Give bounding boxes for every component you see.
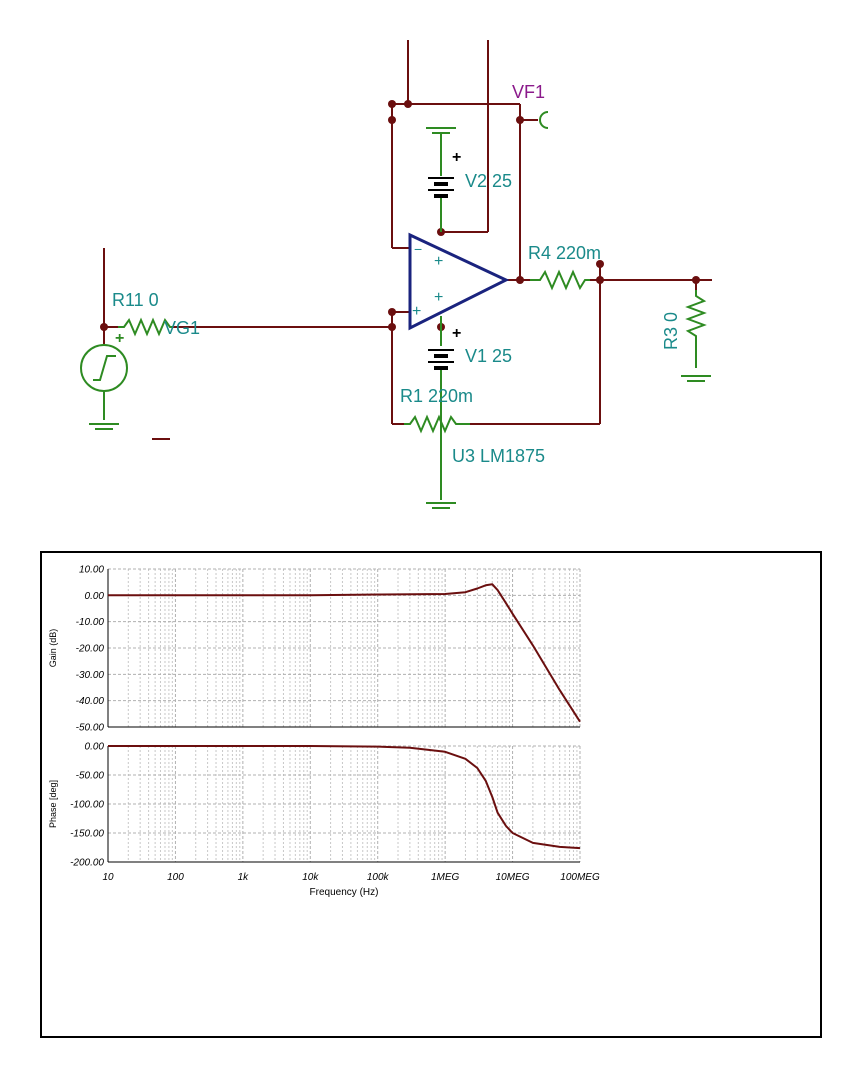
v2-label: V2 25 xyxy=(465,171,512,191)
series-line xyxy=(108,583,581,723)
opamp-plus-top-label: + xyxy=(434,253,443,270)
r3-label: R3 0 xyxy=(661,312,681,350)
circuit-schematic: VF1 V2 25 V1 25 R4 220m R11 0 VG1 R1 220… xyxy=(80,40,712,509)
opamp-plus-bottom-label: + xyxy=(434,289,443,306)
y-tick-label: -50.00 xyxy=(76,723,105,734)
x-axis-label: Frequency (Hz) xyxy=(310,887,379,898)
x-tick-label: 10MEG xyxy=(496,872,530,883)
r11-resistor-symbol xyxy=(118,317,172,337)
series-line xyxy=(108,745,581,850)
r4-resistor-symbol xyxy=(530,269,590,291)
y-axis-label: Gain (dB) xyxy=(48,629,58,668)
y-tick-label: 0.00 xyxy=(85,591,105,602)
opamp-plus-input-label: + xyxy=(412,303,421,320)
v1-plus-label: + xyxy=(452,325,461,342)
vg1-label: VG1 xyxy=(164,318,200,338)
y-tick-label: -30.00 xyxy=(76,670,105,681)
y-tick-label: 10.00 xyxy=(79,565,104,576)
y-tick-label: -20.00 xyxy=(76,644,105,655)
x-tick-label: 10k xyxy=(302,872,319,883)
r1-label: R1 220m xyxy=(400,386,473,406)
vg1-plus-label: + xyxy=(115,330,124,347)
vf1-label: VF1 xyxy=(512,82,545,102)
y-tick-label: -150.00 xyxy=(70,829,104,840)
r1-resistor-symbol xyxy=(404,414,470,434)
wires xyxy=(103,40,712,425)
junction-dots xyxy=(100,100,700,331)
v2-battery-symbol xyxy=(426,127,456,232)
analysis-window: 10.00 0.00 -10.00 -20.00 -30.00 -40.00 -50.00 G… xyxy=(40,551,822,1038)
vf1-probe-icon xyxy=(539,111,549,129)
y-tick-label: -100.00 xyxy=(70,800,104,811)
y-tick-label: -40.00 xyxy=(76,696,105,707)
y-tick-label: -200.00 xyxy=(70,858,104,869)
x-tick-label: 10 xyxy=(102,872,114,883)
v2-plus-label: + xyxy=(452,149,461,166)
x-tick-label: 1k xyxy=(238,872,250,883)
r3-resistor-symbol xyxy=(681,290,711,382)
r11-label: R11 0 xyxy=(112,290,159,310)
opamp-triangle xyxy=(408,232,510,331)
x-tick-label: 100k xyxy=(367,872,390,883)
y-tick-label: -50.00 xyxy=(76,771,105,782)
x-tick-label: 1MEG xyxy=(431,872,460,883)
vg1-source-symbol xyxy=(80,344,128,430)
gain-plot: 10.00 0.00 -10.00 -20.00 -30.00 -40.00 -50.00 G… xyxy=(48,565,581,734)
x-tick-label: 100 xyxy=(167,872,184,883)
opamp-minus-label: − xyxy=(414,241,422,257)
r4-label: R4 220m xyxy=(528,243,601,263)
y-tick-label: 0.00 xyxy=(85,742,105,753)
x-tick-label: 100MEG xyxy=(560,872,600,883)
v1-battery-symbol xyxy=(426,316,456,509)
phase-plot: 0.00 -50.00 -100.00 -150.00 -200.00 Phase [de… xyxy=(48,742,581,869)
u3-label: U3 LM1875 xyxy=(452,446,545,466)
bode-plots: 10.00 0.00 -10.00 -20.00 -30.00 -40.00 -50.00 G… xyxy=(48,565,600,899)
y-tick-label: -10.00 xyxy=(76,617,105,628)
v1-label: V1 25 xyxy=(465,346,512,366)
frequency-axis: 10 100 1k 10k 100k 1MEG 10MEG 100MEG Frequency (… xyxy=(102,872,600,898)
y-axis-label: Phase [deg] xyxy=(48,780,58,828)
